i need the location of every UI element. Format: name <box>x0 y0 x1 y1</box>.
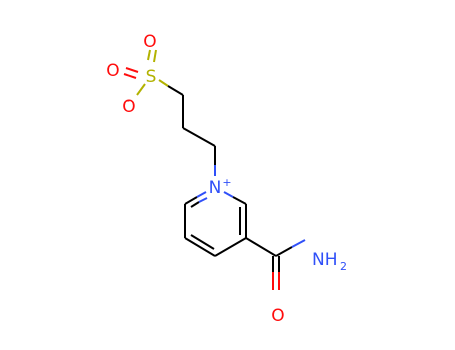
bond-s-o-left-a <box>125 67 139 73</box>
bond-s-o-minus <box>136 83 146 96</box>
bonds <box>123 49 306 290</box>
bond-s-o-left-b <box>123 73 137 79</box>
atom-amide-n: NH <box>312 250 338 270</box>
bond-ring-c4-c5 <box>184 237 216 257</box>
atom-o-top: O <box>143 32 156 52</box>
bond-carbonyl-n-n <box>291 239 306 248</box>
atom-amide-o: O <box>271 306 284 326</box>
bond-s-o-top-b <box>153 49 157 63</box>
atom-sulfur: S <box>146 67 157 87</box>
bond-ring-n-c2-n <box>223 191 234 198</box>
bond-s-o-top-a <box>147 49 151 61</box>
bond-c3-carbonyl <box>245 237 277 257</box>
bond-ring-c3-c4 <box>214 237 247 257</box>
bond-ring-c6-n-inner-c <box>190 201 200 208</box>
atom-labels: O O S O - N + NH 2 O <box>106 32 347 326</box>
amide-n-subscript: 2 <box>340 260 347 273</box>
atom-o-minus: O <box>122 97 135 117</box>
charge-plus: + <box>222 176 231 189</box>
bond-ring-c6-n-c <box>184 196 198 205</box>
bond-ring-c6-n-n <box>196 191 207 198</box>
bond-s-c1-s <box>158 79 169 87</box>
bond-s-c1-c <box>167 85 184 96</box>
bond-ring-c6-n-inner-n <box>198 197 208 203</box>
bond-c2-c3 <box>182 127 216 147</box>
bond-ring-n-c2-c <box>232 196 247 205</box>
atom-n-plus: N <box>209 178 222 198</box>
atom-o-left: O <box>106 61 119 81</box>
bond-carbonyl-n-c <box>275 246 293 257</box>
bond-ring-c4-c5-inner <box>190 234 215 250</box>
charge-minus: - <box>126 94 130 107</box>
amide-n-text: NH <box>312 250 338 270</box>
